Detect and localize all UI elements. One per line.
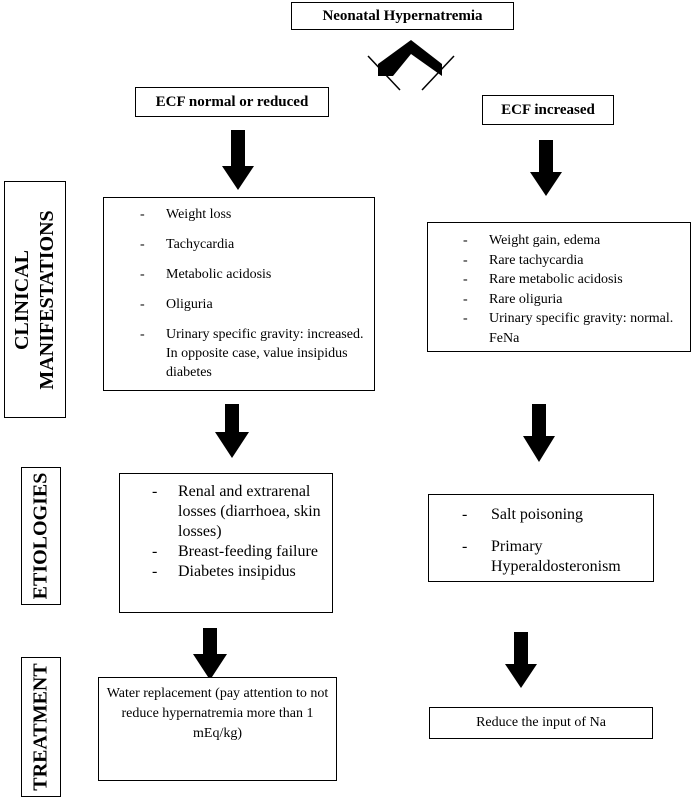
bullet-dash: -: [140, 237, 145, 252]
bullet-dash: -: [463, 252, 468, 268]
etiologies-section-label: ETIOLOGIES: [21, 467, 61, 605]
list-item-text: Weight gain, edema: [489, 233, 601, 248]
bullet-dash: -: [140, 327, 145, 342]
right-etiologies-box: - Salt poisoning - Primary Hyperaldosteroni…: [428, 494, 654, 582]
list-item: - Oliguria: [104, 295, 374, 314]
list-item: - Urinary specific gravity: normal. FeNa: [428, 309, 690, 348]
down-arrow-icon: [215, 404, 249, 458]
clinical-section-label: CLINICAL MANIFESTATIONS: [4, 181, 66, 418]
bullet-dash: -: [140, 267, 145, 282]
right-treatment-box: Reduce the input of Na: [429, 707, 653, 739]
list-item: - Rare oliguria: [428, 290, 690, 310]
treatment-section-label: TREATMENT: [21, 657, 61, 797]
bullet-dash: -: [140, 297, 145, 312]
list-item: - Urinary specific gravity: increased. In…: [104, 325, 374, 382]
list-item-text: Oliguria: [166, 297, 213, 312]
list-item-text: Renal and extrarenal losses (diarrhoea, …: [178, 483, 321, 540]
etiologies-label: ETIOLOGIES: [29, 472, 52, 600]
bullet-dash: -: [462, 538, 468, 555]
list-item: - Primary Hyperaldosteronism: [429, 537, 653, 577]
list-item-text: Primary Hyperaldosteronism: [491, 538, 621, 575]
list-item: - Salt poisoning: [429, 505, 653, 525]
title-text: Neonatal Hypernatremia: [322, 7, 483, 24]
list-item: - Breast-feeding failure: [120, 542, 332, 562]
down-arrow-icon: [505, 632, 537, 688]
bullet-dash: -: [463, 272, 468, 287]
bullet-dash: -: [462, 506, 468, 523]
left-treatment-box: Water replacement (pay attention to not …: [98, 677, 337, 781]
left-branch-label: ECF normal or reduced: [155, 93, 309, 110]
down-arrow-icon: [530, 140, 562, 196]
bullet-dash: -: [463, 233, 468, 248]
list-item-text: Salt poisoning: [491, 506, 584, 523]
list-item: - Weight loss: [104, 205, 374, 224]
list-item-text: Metabolic acidosis: [166, 267, 272, 282]
list-item: - Tachycardia: [104, 235, 374, 254]
left-clinical-list: - Weight loss - Tachycardia - Metabolic acido…: [104, 205, 374, 393]
list-item-text: Rare tachycardia: [489, 252, 584, 268]
down-arrow-icon: [193, 628, 227, 680]
list-item-text: Weight loss: [166, 207, 232, 222]
left-etiologies-list: - Renal and extrarenal losses (diarrhoea,…: [120, 482, 332, 582]
list-item: - Rare metabolic acidosis: [428, 270, 690, 290]
clinical-label-line1: CLINICAL: [11, 249, 33, 350]
list-item-text: Rare oliguria: [489, 291, 563, 307]
left-clinical-box: - Weight loss - Tachycardia - Metabolic acido…: [103, 197, 375, 391]
left-treatment-text: Water replacement (pay attention to not …: [106, 686, 329, 741]
right-treatment-text: Reduce the input of Na: [476, 715, 606, 730]
list-item: - Rare tachycardia: [428, 251, 690, 271]
down-arrow-icon: [222, 130, 254, 190]
bullet-dash: -: [463, 291, 468, 307]
list-item: - Metabolic acidosis: [104, 265, 374, 284]
list-item: - Renal and extrarenal losses (diarrhoea,…: [120, 482, 332, 542]
left-etiologies-box: - Renal and extrarenal losses (diarrhoea,…: [119, 473, 333, 613]
left-branch-box: ECF normal or reduced: [135, 87, 329, 117]
right-clinical-box: - Weight gain, edema - Rare tachycardia - Rar…: [427, 222, 691, 352]
bullet-dash: -: [152, 563, 158, 580]
list-item-text: Diabetes insipidus: [178, 563, 296, 580]
right-etiologies-list: - Salt poisoning - Primary Hyperaldosteroni…: [429, 505, 653, 589]
right-clinical-list: - Weight gain, edema - Rare tachycardia - Rar…: [428, 231, 690, 348]
list-item-text: Rare metabolic acidosis: [489, 272, 623, 287]
bullet-dash: -: [463, 311, 468, 326]
list-item-text: Urinary specific gravity: increased. In …: [166, 327, 364, 380]
right-branch-label: ECF increased: [501, 101, 595, 118]
bullet-dash: -: [140, 207, 145, 222]
down-arrow-icon: [523, 404, 555, 462]
split-chevron-icon: [367, 40, 455, 91]
list-item-text: Breast-feeding failure: [178, 543, 318, 560]
list-item-text: Urinary specific gravity: normal. FeNa: [489, 311, 674, 346]
bullet-dash: -: [152, 543, 158, 560]
list-item: - Weight gain, edema: [428, 231, 690, 251]
right-branch-box: ECF increased: [482, 95, 614, 125]
clinical-label-line2: MANIFESTATIONS: [36, 209, 58, 390]
treatment-label: TREATMENT: [29, 663, 52, 791]
title-box: Neonatal Hypernatremia: [291, 2, 514, 30]
list-item: - Diabetes insipidus: [120, 562, 332, 582]
bullet-dash: -: [152, 483, 158, 500]
list-item-text: Tachycardia: [166, 237, 235, 252]
